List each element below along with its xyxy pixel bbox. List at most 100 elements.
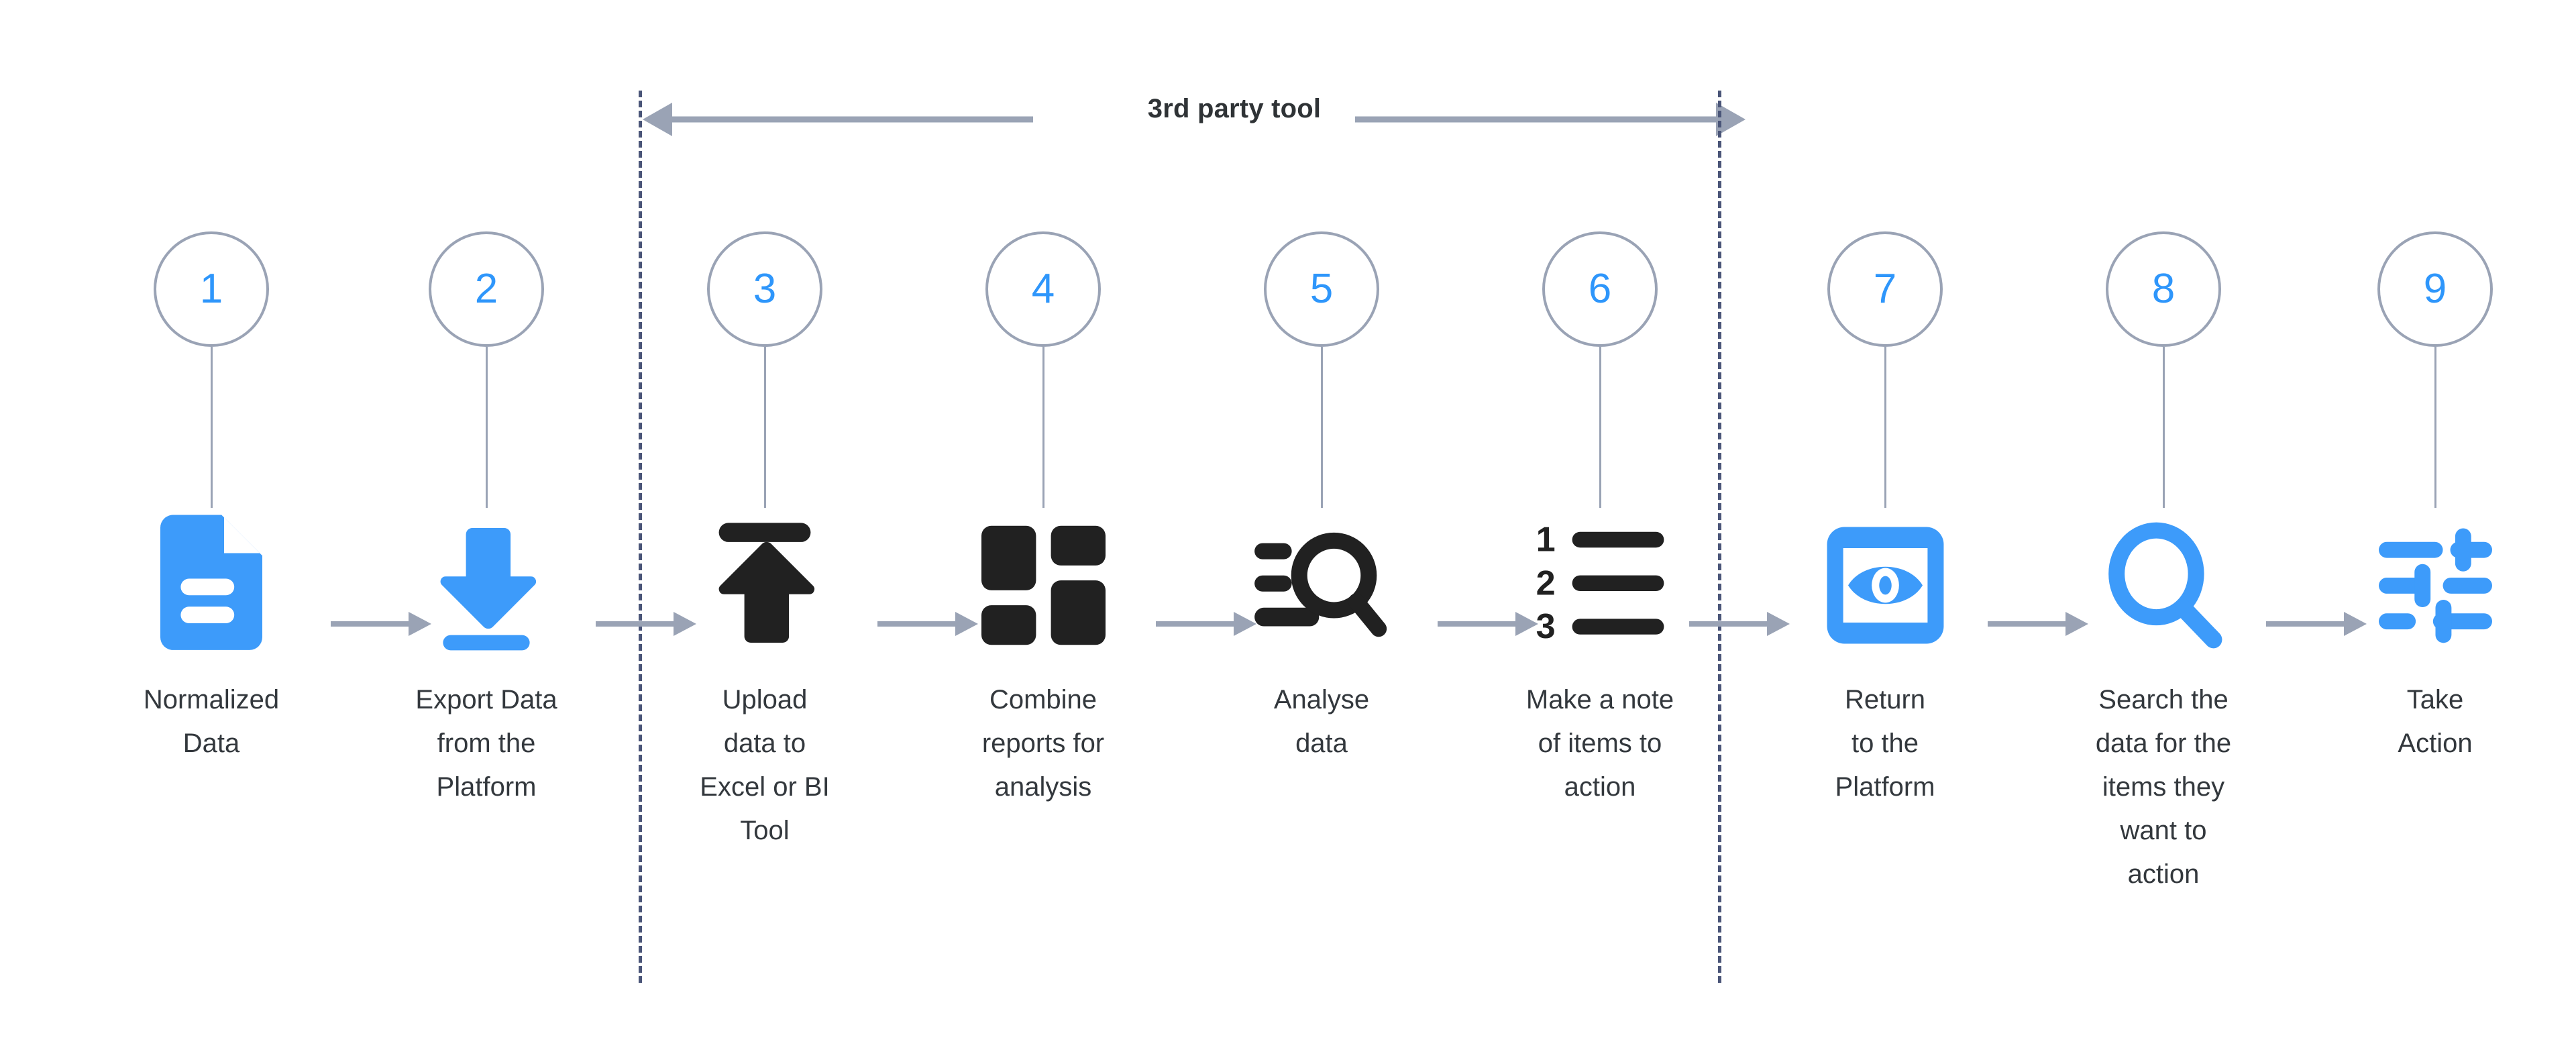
step-1-caption: Normalized Data: [111, 678, 312, 765]
step-8[interactable]: 8 Search the data for the items they wan…: [2049, 231, 2277, 896]
upload-icon: [718, 522, 815, 643]
sliders-settings-icon: [2378, 528, 2492, 643]
step-3[interactable]: 3 Upload data to Excel or BI Tool: [651, 231, 879, 853]
step-6-icon-slot: 1 2 3: [1533, 508, 1667, 662]
step-5-caption-line: Analyse: [1273, 685, 1370, 714]
step-8-stem: [2162, 347, 2165, 508]
step-1-number-badge: 1: [154, 231, 269, 347]
step-2-number: 2: [474, 266, 498, 312]
step-8-caption: Search the data for the items they want …: [2063, 678, 2264, 896]
step-2-caption: Export Data from the Platform: [386, 678, 587, 809]
step-9-stem: [2434, 347, 2436, 508]
step-7-number: 7: [1873, 266, 1897, 312]
step-2[interactable]: 2 Export Data from the Platform: [372, 231, 600, 809]
step-1-caption-line: Data: [182, 729, 240, 758]
step-6-caption-line: action: [1564, 772, 1636, 802]
step-3-caption-line: Tool: [740, 816, 790, 845]
eye-preview-icon: [1827, 527, 1943, 643]
step-2-caption-line: Export Data: [415, 685, 557, 714]
step-9-caption-line: Action: [2398, 729, 2473, 758]
step-9-number-badge: 9: [2377, 231, 2493, 347]
step-4-stem: [1042, 347, 1044, 508]
svg-text:1: 1: [1536, 525, 1556, 560]
step-8-caption-line: action: [2127, 859, 2200, 889]
step-7-stem: [1884, 347, 1886, 508]
step-8-number: 8: [2151, 266, 2176, 312]
step-3-stem: [763, 347, 766, 508]
arrow-1-to-2: [331, 612, 431, 636]
step-5-stem: [1320, 347, 1323, 508]
arrow-8-to-9: [2266, 612, 2367, 636]
step-7-caption-line: Platform: [1835, 772, 1935, 802]
step-4-caption-line: reports for: [981, 729, 1105, 758]
step-1-icon-slot: [148, 508, 275, 662]
step-8-number-badge: 8: [2106, 231, 2221, 347]
arrow-6-to-7: [1689, 612, 1790, 636]
step-3-number-badge: 3: [707, 231, 822, 347]
arrow-4-to-5: [1156, 612, 1256, 636]
magnifier-icon: [2108, 522, 2222, 649]
step-3-number: 3: [753, 266, 777, 312]
step-1-number: 1: [199, 266, 223, 312]
download-icon: [440, 527, 537, 650]
step-1-caption-line: Normalized: [143, 685, 280, 714]
step-2-number-badge: 2: [429, 231, 544, 347]
step-4-caption-line: Combine: [989, 685, 1097, 714]
step-4-icon-slot: [978, 508, 1109, 662]
step-1[interactable]: 1 Normalized Data: [97, 231, 325, 765]
step-7-caption-line: to the: [1851, 729, 1919, 758]
step-9-caption: Take Action: [2334, 678, 2536, 765]
step-5-caption: Analyse data: [1221, 678, 1422, 765]
data-search-icon: [1254, 532, 1387, 637]
third-party-tool-bracket: [643, 103, 1746, 136]
document-lines-icon: [160, 515, 262, 650]
step-9-caption-line: Take: [2406, 685, 2464, 714]
step-3-icon-slot: [701, 508, 828, 662]
step-7[interactable]: 7 Return to the Platform: [1771, 231, 1999, 809]
step-5-number-badge: 5: [1264, 231, 1379, 347]
step-9-number: 9: [2423, 266, 2447, 312]
divider-third-party-to-platform: [1718, 91, 1721, 983]
svg-text:2: 2: [1536, 564, 1556, 602]
step-6-number: 6: [1588, 266, 1612, 312]
divider-platform-to-third-party: [639, 91, 642, 983]
step-4[interactable]: 4 Combine reports for analysis: [929, 231, 1157, 809]
step-3-caption-line: Excel or BI: [700, 772, 830, 802]
step-5-icon-slot: [1251, 508, 1392, 662]
step-4-caption: Combine reports for analysis: [943, 678, 1144, 809]
step-3-caption: Upload data to Excel or BI Tool: [664, 678, 865, 853]
step-6[interactable]: 6 1 2 3 Make a note of items to action: [1486, 231, 1714, 809]
step-8-caption-line: Search the: [2098, 685, 2229, 714]
step-5[interactable]: 5 Analyse data: [1208, 231, 1436, 765]
step-5-caption-line: data: [1295, 729, 1348, 758]
step-4-caption-line: analysis: [994, 772, 1092, 802]
step-8-caption-line: want to: [2120, 816, 2207, 845]
dashboard-grid-icon: [981, 525, 1106, 645]
step-9[interactable]: 9 Take Action: [2321, 231, 2549, 765]
step-4-number-badge: 4: [985, 231, 1101, 347]
step-9-icon-slot: [2373, 508, 2498, 662]
step-2-caption-line: from the Platform: [436, 729, 537, 802]
arrow-5-to-6: [1438, 612, 1538, 636]
step-8-icon-slot: [2102, 508, 2226, 662]
step-3-caption-line: data to: [723, 729, 806, 758]
step-3-caption-line: Upload: [722, 685, 808, 714]
step-6-caption: Make a note of items to action: [1499, 678, 1701, 809]
step-5-number: 5: [1309, 266, 1334, 312]
step-4-number: 4: [1031, 266, 1055, 312]
third-party-tool-label: 3rd party tool: [1147, 94, 1322, 123]
step-6-number-badge: 6: [1542, 231, 1658, 347]
step-8-caption-line: data for the: [2095, 729, 2232, 758]
step-6-stem: [1599, 347, 1601, 508]
step-1-stem: [210, 347, 213, 508]
arrow-3-to-4: [877, 612, 978, 636]
arrow-7-to-8: [1988, 612, 2088, 636]
step-8-caption-line: items they: [2102, 772, 2225, 802]
step-7-icon-slot: [1823, 508, 1947, 662]
step-7-caption-line: Return: [1844, 685, 1926, 714]
arrow-2-to-3: [596, 612, 696, 636]
numbered-list-icon: 1 2 3: [1536, 525, 1664, 645]
step-7-number-badge: 7: [1827, 231, 1943, 347]
